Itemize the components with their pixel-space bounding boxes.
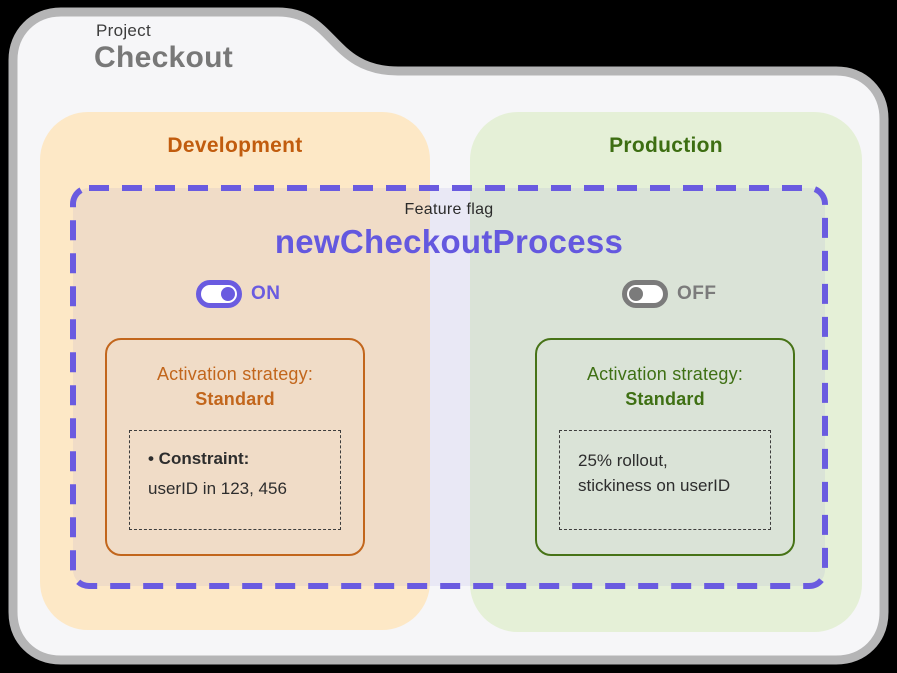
production-strategy-card: Activation strategy: Standard 25% rollou… <box>535 338 795 556</box>
development-toggle-group: ON <box>196 280 281 308</box>
rollout-line-2: stickiness on userID <box>578 476 731 495</box>
project-name: Checkout <box>94 41 234 74</box>
production-environment-title: Production <box>609 134 723 157</box>
production-rollout-box: 25% rollout, stickiness on userID <box>559 430 771 530</box>
production-toggle-group: OFF <box>622 280 717 308</box>
feature-flag-label: Feature flag <box>404 201 494 218</box>
rollout-line-1: 25% rollout, <box>578 451 668 470</box>
toggle-knob-icon <box>221 287 235 301</box>
development-toggle-switch[interactable] <box>196 280 242 308</box>
feature-flag-name: newCheckoutProcess <box>274 223 624 260</box>
production-strategy-name: Standard <box>625 389 705 409</box>
constraint-value: userID in 123, 456 <box>148 479 287 498</box>
development-strategy-label: Activation strategy: <box>156 364 314 384</box>
production-strategy-label: Activation strategy: <box>586 364 744 384</box>
production-toggle-switch[interactable] <box>622 280 668 308</box>
constraint-title: • Constraint: <box>148 449 250 468</box>
project-label: Project <box>96 21 152 40</box>
toggle-knob-icon <box>629 287 643 301</box>
development-toggle-label: ON <box>251 283 281 304</box>
development-strategy-name: Standard <box>195 389 275 409</box>
production-toggle-label: OFF <box>677 283 717 304</box>
development-constraint-box: • Constraint: userID in 123, 456 <box>129 430 341 530</box>
development-environment-title: Development <box>167 134 303 157</box>
development-strategy-card: Activation strategy: Standard • Constrai… <box>105 338 365 556</box>
